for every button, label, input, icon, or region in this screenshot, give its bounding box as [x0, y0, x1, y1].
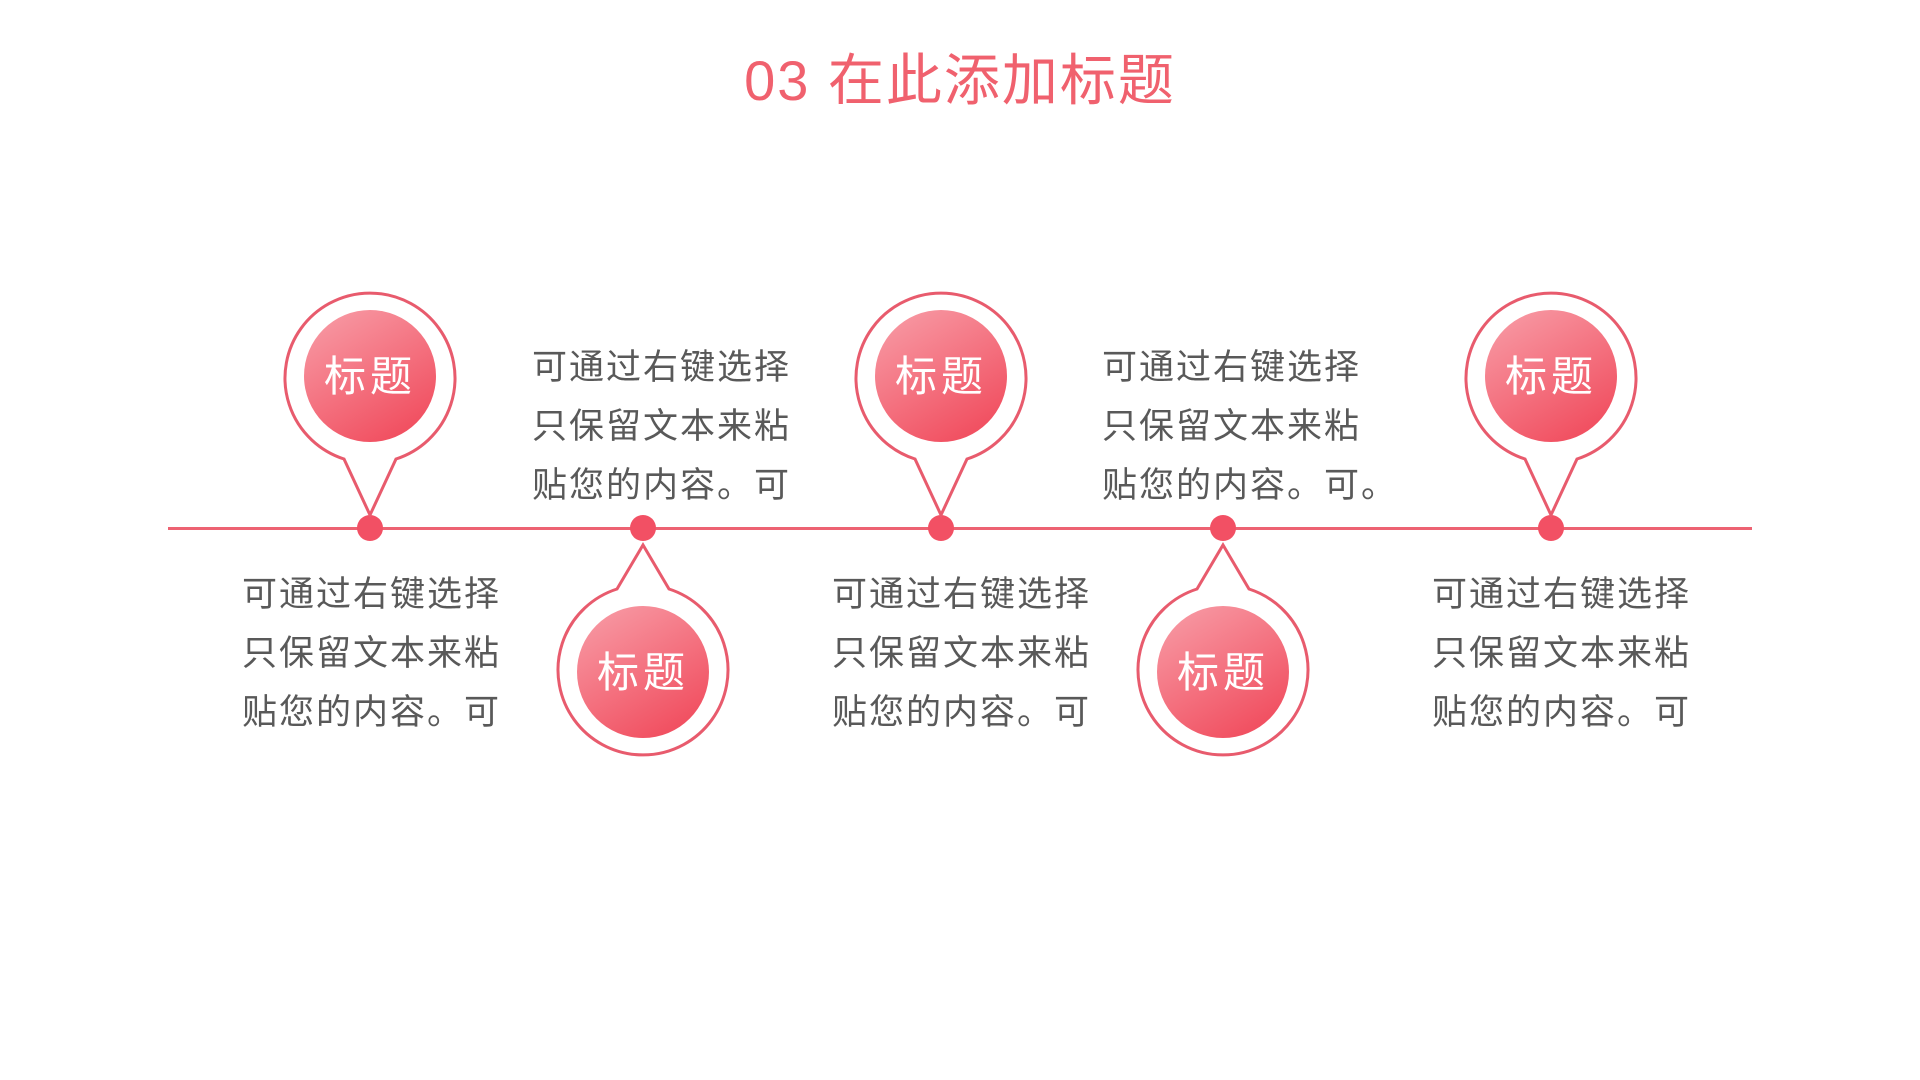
item-description-5: 可通过右键选择 只保留文本来粘 贴您的内容。可 [1432, 565, 1752, 742]
description-line: 可通过右键选择 [832, 575, 1092, 614]
item-description-3: 可通过右键选择 只保留文本来粘 贴您的内容。可 [832, 565, 1152, 742]
description-line: 贴您的内容。可 [1432, 693, 1692, 732]
balloon-label-1: 标题 [324, 353, 416, 400]
balloon-label-3: 标题 [895, 353, 987, 400]
description-line: 贴您的内容。可 [242, 693, 502, 732]
description-line: 贴您的内容。可 [832, 693, 1092, 732]
balloon-label-2: 标题 [597, 649, 689, 696]
timeline-dot-5 [1538, 515, 1564, 541]
description-line: 可通过右键选择 [242, 575, 502, 614]
balloon-fill-3 [875, 310, 1007, 442]
description-line: 可通过右键选择 [1432, 575, 1692, 614]
description-line: 贴您的内容。可 [532, 466, 792, 505]
description-line: 可通过右键选择 [1102, 348, 1362, 387]
timeline-dot-4 [1210, 515, 1236, 541]
balloon-marker-3: 标题 [854, 291, 1028, 519]
slide-title: 03 在此添加标题 [744, 49, 1176, 112]
item-description-4: 可通过右键选择 只保留文本来粘 贴您的内容。可。 [1102, 338, 1422, 515]
balloon-fill-5 [1485, 310, 1617, 442]
description-line: 只保留文本来粘 [242, 634, 502, 673]
balloon-fill-2 [577, 606, 709, 738]
timeline-line [168, 527, 1752, 530]
item-description-1: 可通过右键选择 只保留文本来粘 贴您的内容。可 [242, 565, 562, 742]
item-description-2: 可通过右键选择 只保留文本来粘 贴您的内容。可 [532, 338, 852, 515]
balloon-fill-1 [304, 310, 436, 442]
balloon-marker-4: 标题 [1136, 542, 1310, 757]
description-line: 只保留文本来粘 [532, 407, 792, 446]
balloon-marker-2: 标题 [556, 542, 730, 757]
timeline-dot-1 [357, 515, 383, 541]
description-line: 可通过右键选择 [532, 348, 792, 387]
balloon-marker-1: 标题 [283, 291, 457, 519]
description-line: 只保留文本来粘 [1432, 634, 1692, 673]
balloon-label-5: 标题 [1505, 353, 1597, 400]
timeline-dot-2 [630, 515, 656, 541]
description-line: 只保留文本来粘 [832, 634, 1092, 673]
timeline-dot-3 [928, 515, 954, 541]
description-line: 贴您的内容。可。 [1102, 466, 1399, 505]
description-line: 只保留文本来粘 [1102, 407, 1362, 446]
balloon-marker-5: 标题 [1464, 291, 1638, 519]
balloon-label-4: 标题 [1177, 649, 1269, 696]
balloon-fill-4 [1157, 606, 1289, 738]
